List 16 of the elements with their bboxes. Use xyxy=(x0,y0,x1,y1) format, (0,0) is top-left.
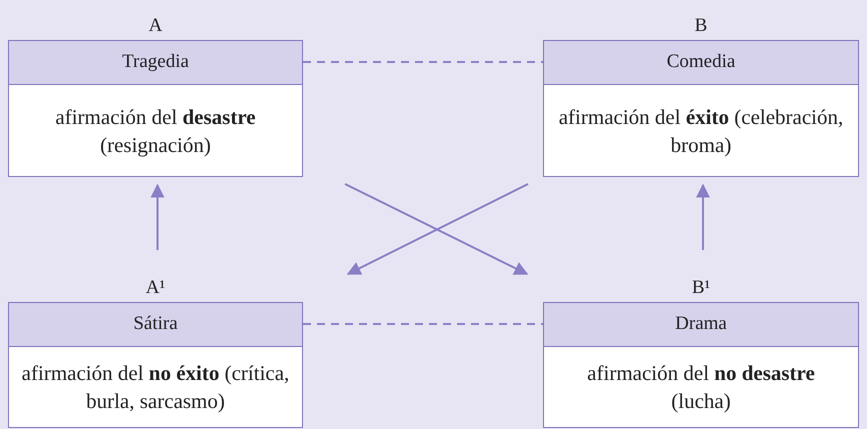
box-description: afirmación del desastre (resignación) xyxy=(54,104,257,158)
connector-line xyxy=(303,323,543,325)
box-description: afirmación del no éxito (crítica, burla, sarcasmo) xyxy=(21,360,290,415)
corner-label: A xyxy=(148,16,162,35)
box-description: afirmación del no desastre (lucha) xyxy=(586,360,816,415)
arrow xyxy=(150,184,164,250)
box-header: Comedia xyxy=(544,41,858,85)
connector-line xyxy=(303,61,543,63)
box-header: Sátira xyxy=(9,303,302,347)
box-description: afirmación del éxito (celebración, broma) xyxy=(558,104,844,158)
arrow xyxy=(696,184,710,250)
corner-label: A¹ xyxy=(146,278,166,297)
corner-label: B xyxy=(694,16,708,35)
box-header: Drama xyxy=(544,303,858,347)
corner-label: B¹ xyxy=(692,278,710,297)
box-header: Tragedia xyxy=(9,41,302,85)
